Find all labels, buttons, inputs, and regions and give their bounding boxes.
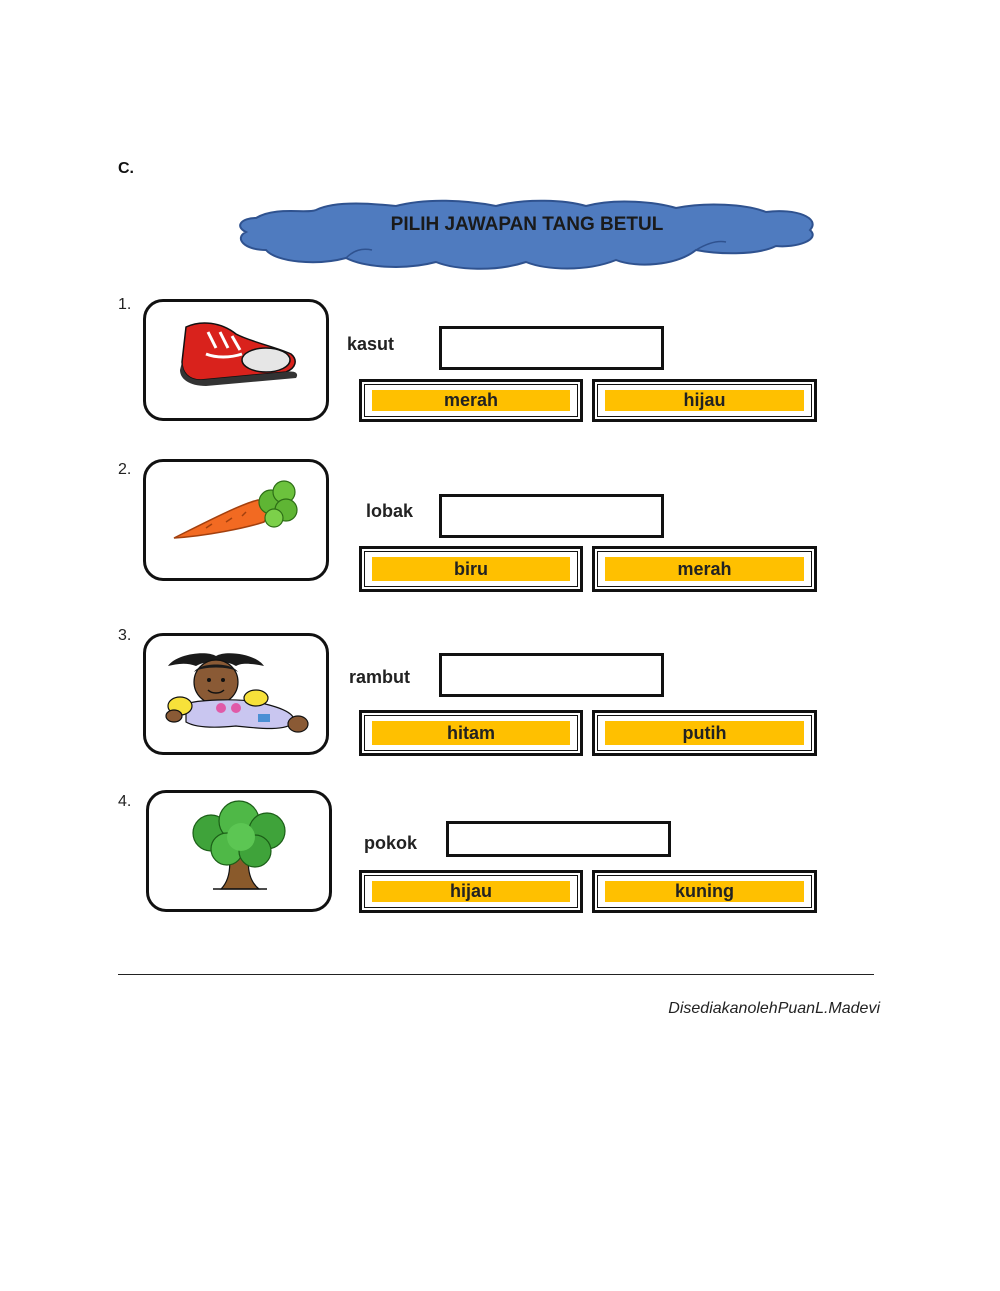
option-button[interactable]: putih — [592, 710, 817, 756]
banner-title: PILIH JAWAPAN TANG BETUL — [390, 214, 664, 235]
question-number: 4. — [118, 793, 132, 810]
option-inner-border — [364, 715, 578, 751]
answer-box[interactable] — [439, 653, 664, 697]
option-button[interactable]: biru — [359, 546, 583, 592]
tree-icon — [192, 800, 286, 890]
answer-box[interactable] — [439, 326, 664, 370]
question-picture-frame — [143, 633, 329, 755]
doll-icon — [165, 653, 309, 733]
option-button[interactable]: kuning — [592, 870, 817, 913]
question-picture-frame — [146, 790, 332, 912]
option-button[interactable]: hitam — [359, 710, 583, 756]
question-number: 2. — [118, 461, 132, 478]
question-word: kasut — [347, 334, 395, 354]
question-picture-frame — [143, 459, 329, 581]
carrot-icon — [173, 480, 298, 539]
option-label: merah — [372, 390, 570, 411]
option-button[interactable]: merah — [592, 546, 817, 592]
option-inner-border — [597, 875, 812, 908]
author-credit: DisediakanolehPuanL.Madevi — [668, 1000, 880, 1017]
footer-divider — [118, 974, 874, 975]
option-button[interactable]: hijau — [359, 870, 583, 913]
option-label: hijau — [605, 390, 804, 411]
question-number: 3. — [118, 627, 132, 644]
option-label: kuning — [605, 881, 804, 902]
question-number: 1. — [118, 296, 132, 313]
option-inner-border — [364, 551, 578, 587]
option-inner-border — [364, 384, 578, 417]
title-cloud-banner: PILIH JAWAPAN TANG BETUL — [236, 196, 818, 272]
option-label: merah — [605, 557, 804, 581]
cloud-shape — [239, 199, 814, 270]
option-label: biru — [372, 557, 570, 581]
option-button[interactable]: hijau — [592, 379, 817, 422]
answer-box[interactable] — [446, 821, 671, 857]
question-word: rambut — [349, 667, 411, 687]
option-inner-border — [597, 715, 812, 751]
option-button[interactable]: merah — [359, 379, 583, 422]
section-letter: C. — [118, 160, 134, 177]
question-picture-frame — [143, 299, 329, 421]
question-word: pokok — [364, 833, 418, 853]
option-inner-border — [597, 384, 812, 417]
option-inner-border — [364, 875, 578, 908]
shoe-icon — [180, 322, 298, 386]
option-inner-border — [597, 551, 812, 587]
option-label: putih — [605, 721, 804, 745]
option-label: hitam — [372, 721, 570, 745]
question-word: lobak — [366, 501, 414, 521]
option-label: hijau — [372, 881, 570, 902]
answer-box[interactable] — [439, 494, 664, 538]
